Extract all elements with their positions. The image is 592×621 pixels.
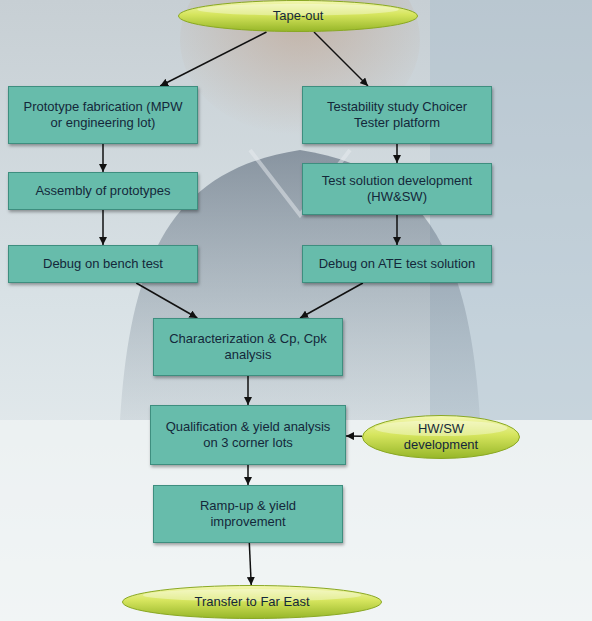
node-label: Prototype fabrication (MPW or engineerin…: [17, 99, 189, 132]
node-label: Ramp-up & yield improvement: [162, 498, 334, 531]
process-box: Ramp-up & yield improvement: [153, 485, 343, 543]
node-label: Testability study Choicer Tester platfor…: [311, 99, 483, 132]
flow-arrow: [160, 32, 266, 86]
flow-arrow: [136, 283, 197, 318]
node-label: Characterization & Cp, Cpk analysis: [162, 331, 334, 364]
node-label: Tape-out: [273, 8, 324, 24]
process-box: Test solution development (HW&SW): [302, 163, 492, 215]
flow-arrow: [102, 210, 104, 245]
flow-arrow: [396, 215, 398, 245]
flow-arrow: [247, 376, 249, 405]
process-box: Debug on ATE test solution: [302, 245, 492, 283]
node-label: HW/SW development: [380, 421, 502, 454]
flow-arrow: [247, 465, 249, 485]
flow-arrow: [300, 283, 363, 318]
node-label: Test solution development (HW&SW): [311, 173, 483, 206]
node-label: Qualification & yield analysis on 3 corn…: [159, 419, 337, 452]
node-label: Assembly of prototypes: [35, 183, 170, 199]
flow-arrow: [102, 144, 104, 172]
flow-arrow: [346, 435, 362, 437]
node-label: Transfer to Far East: [194, 594, 309, 610]
flow-arrow: [249, 543, 251, 585]
terminal-pill: Tape-out: [178, 0, 418, 32]
flow-arrow: [314, 32, 368, 86]
node-label: Debug on bench test: [43, 256, 163, 272]
process-box: Qualification & yield analysis on 3 corn…: [150, 405, 346, 465]
process-box: Testability study Choicer Tester platfor…: [302, 86, 492, 144]
flow-arrow: [396, 144, 398, 163]
process-box: Debug on bench test: [8, 245, 198, 283]
terminal-pill: Transfer to Far East: [122, 585, 382, 619]
terminal-pill: HW/SW development: [362, 415, 520, 459]
process-box: Prototype fabrication (MPW or engineerin…: [8, 86, 198, 144]
node-label: Debug on ATE test solution: [319, 256, 476, 272]
process-box: Assembly of prototypes: [8, 172, 198, 210]
process-box: Characterization & Cp, Cpk analysis: [153, 318, 343, 376]
